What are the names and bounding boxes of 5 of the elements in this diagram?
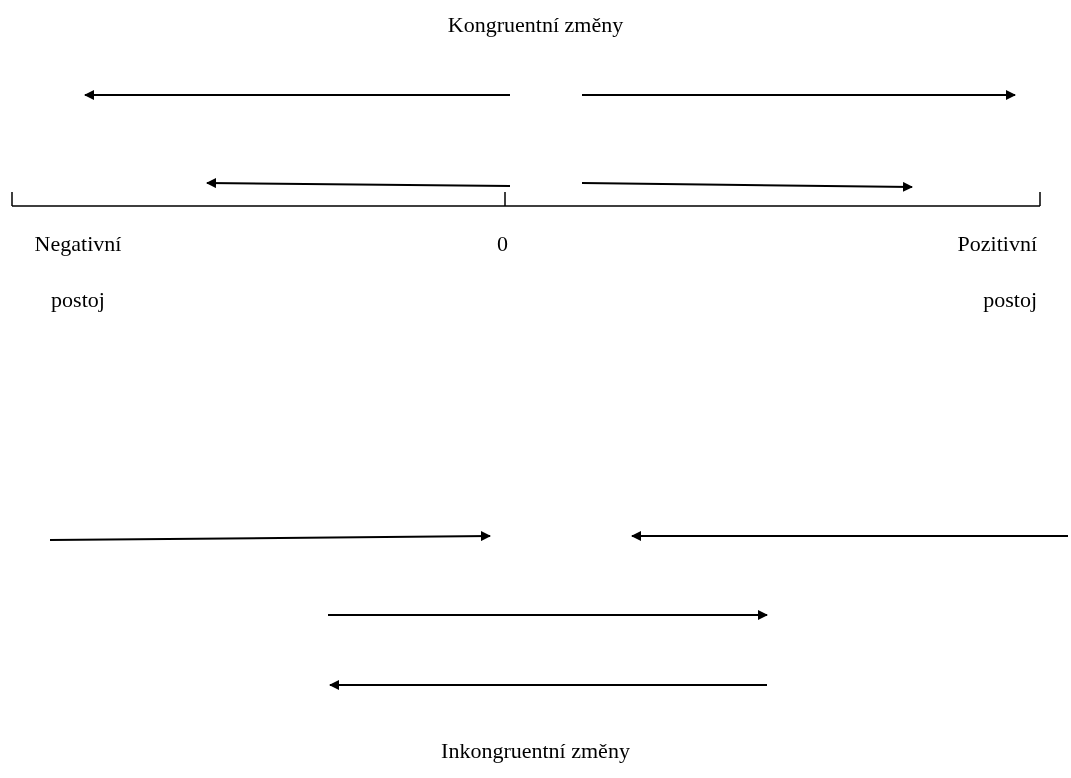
scale-end-label: Pozitivní postoj [956, 230, 1037, 314]
title: Kongruentní změny [446, 12, 625, 38]
caption: Inkongruentní změny [440, 738, 631, 764]
scale-end-label: Negativní postoj [33, 230, 123, 314]
scale-zero-label: 0 [497, 230, 508, 258]
